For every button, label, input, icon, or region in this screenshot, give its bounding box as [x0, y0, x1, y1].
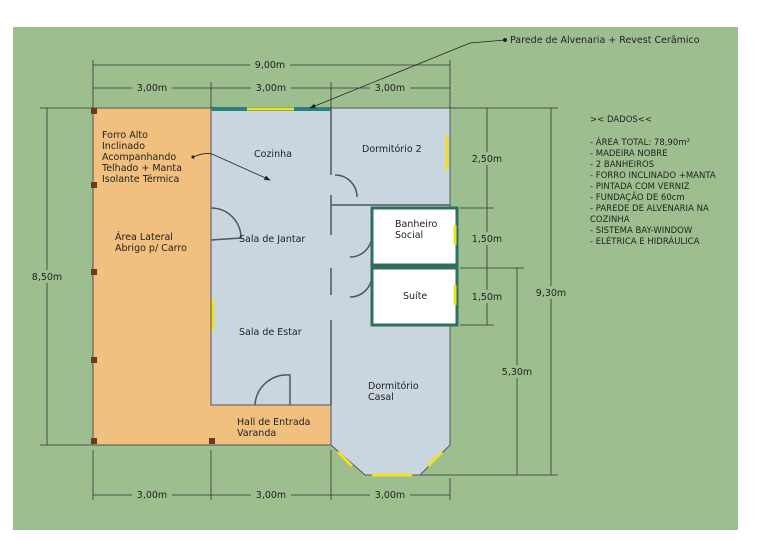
wall-annotation: Parede de Alvenaria + Revest Cerâmico: [510, 35, 700, 46]
label-area-lateral: Área Lateral: [115, 231, 173, 243]
dim-bottom-3: 3,00m: [375, 490, 405, 501]
notes-panel: >< DADOS<< - ÁREA TOTAL: 78,90m² - MADEI…: [590, 115, 716, 247]
label-dormitorio-casal: Dormitório: [368, 381, 419, 392]
room-labels: Área Lateral Abrigo p/ Carro Cozinha Sal…: [115, 144, 438, 439]
svg-text:- SISTEMA BAY-WINDOW: - SISTEMA BAY-WINDOW: [590, 226, 693, 236]
label-hall: Hall de Entrada: [237, 417, 311, 428]
dim-right-c: 1,50m: [472, 292, 502, 303]
svg-text:- ÁREA TOTAL: 78,90m²: - ÁREA TOTAL: 78,90m²: [590, 136, 690, 148]
roof-annotation: Forro Alto Inclinado Acompanhando Telhad…: [101, 130, 182, 185]
dim-right-a: 2,50m: [472, 154, 502, 165]
svg-text:Varanda: Varanda: [237, 428, 276, 439]
notes-title: >< DADOS<<: [590, 115, 652, 125]
svg-text:Telhado + Manta: Telhado + Manta: [101, 163, 182, 174]
dim-bottom-2: 3,00m: [256, 490, 286, 501]
label-sala-jantar: Sala de Jantar: [239, 234, 305, 245]
dimension-labels: 9,00m 3,00m 3,00m 3,00m 3,00m 3,00m 3,00…: [30, 58, 568, 501]
svg-text:Social: Social: [395, 230, 423, 241]
svg-text:- ELÉTRICA E HIDRÁULICA: - ELÉTRICA E HIDRÁULICA: [590, 235, 700, 247]
label-banheiro: Banheiro: [395, 219, 438, 230]
svg-text:- PAREDE DE ALVENARIA NA: - PAREDE DE ALVENARIA NA: [590, 204, 709, 214]
svg-text:- FUNDAÇÃO DE 60cm: - FUNDAÇÃO DE 60cm: [590, 192, 685, 203]
pillars: [91, 108, 215, 444]
svg-text:Forro Alto: Forro Alto: [102, 130, 148, 141]
label-sala-estar: Sala de Estar: [239, 327, 302, 338]
dim-left: 8,50m: [32, 272, 62, 283]
label-suite: Suíte: [403, 291, 427, 302]
label-cozinha: Cozinha: [254, 149, 292, 160]
svg-text:Abrigo p/ Carro: Abrigo p/ Carro: [115, 243, 187, 254]
svg-text:Acompanhando: Acompanhando: [102, 152, 176, 163]
wall-arrow: [309, 39, 506, 109]
dim-right-b: 1,50m: [472, 234, 502, 245]
dim-total-width: 9,00m: [255, 60, 285, 71]
dim-top-1: 3,00m: [137, 83, 167, 94]
bathroom-social: [370, 206, 459, 267]
dim-top-3: 3,00m: [375, 83, 405, 94]
bathroom-suite: [370, 266, 459, 327]
roof-arrow: [192, 153, 271, 181]
svg-text:- FORRO INCLINADO +MANTA: - FORRO INCLINADO +MANTA: [590, 171, 716, 181]
svg-text:- MADEIRA NOBRE: - MADEIRA NOBRE: [590, 149, 668, 159]
label-dormitorio2: Dormitório 2: [362, 144, 422, 155]
svg-text:- 2 BANHEIROS: - 2 BANHEIROS: [590, 160, 654, 170]
svg-text:COZINHA: COZINHA: [590, 215, 630, 225]
dim-top-2: 3,00m: [256, 83, 286, 94]
svg-text:Inclinado: Inclinado: [102, 141, 145, 152]
windows: [211, 107, 457, 477]
dim-right-d: 5,30m: [502, 367, 532, 378]
dim-right-total: 9,30m: [536, 288, 566, 299]
svg-text:- PINTADA COM VERNIZ: - PINTADA COM VERNIZ: [590, 182, 690, 192]
svg-text:Isolante Térmica: Isolante Térmica: [102, 174, 179, 185]
svg-text:Casal: Casal: [368, 392, 394, 403]
dim-bottom-1: 3,00m: [137, 490, 167, 501]
